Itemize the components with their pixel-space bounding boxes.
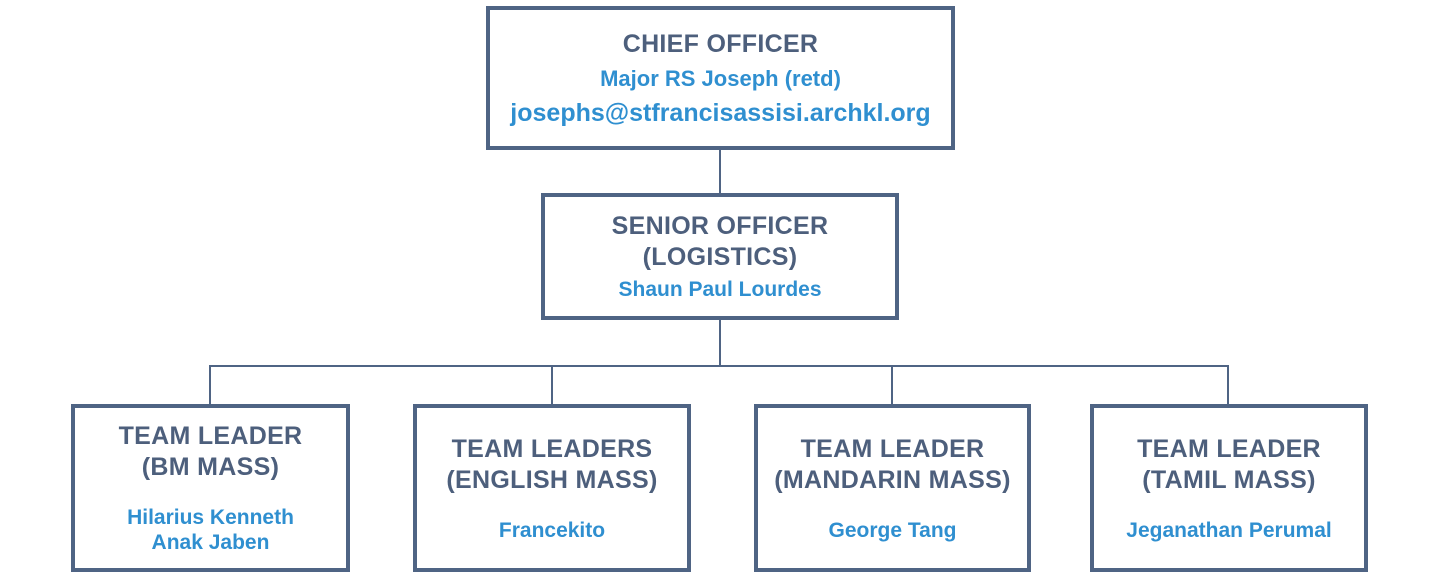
chief-officer-role: CHIEF OFFICER xyxy=(622,30,819,58)
senior-officer-name: Shaun Paul Lourdes xyxy=(618,278,822,301)
team-leader-english-node: TEAM LEADERS (ENGLISH MASS) Francekito xyxy=(413,404,691,572)
team-leader-mandarin-role: TEAM LEADER xyxy=(800,434,985,463)
team-leader-bm-role: TEAM LEADER xyxy=(118,422,303,450)
team-leader-english-mass: (ENGLISH MASS) xyxy=(446,465,658,494)
team-leader-tamil-node: TEAM LEADER (TAMIL MASS) Jeganathan Peru… xyxy=(1090,404,1368,572)
team-leader-bm-name-line1: Hilarius Kenneth xyxy=(127,506,294,529)
connector-drop-english xyxy=(551,365,553,404)
team-leader-tamil-role: TEAM LEADER xyxy=(1137,434,1321,463)
team-leader-mandarin-mass: (MANDARIN MASS) xyxy=(774,465,1011,494)
chief-officer-name: Major RS Joseph (retd) xyxy=(600,66,841,91)
senior-officer-role: SENIOR OFFICER xyxy=(611,212,829,240)
connector-horizontal-bar xyxy=(209,365,1229,367)
chief-officer-email: josephs@stfrancisassisi.archkl.org xyxy=(510,99,931,127)
team-leader-tamil-mass: (TAMIL MASS) xyxy=(1142,465,1316,494)
senior-officer-node: SENIOR OFFICER (LOGISTICS) Shaun Paul Lo… xyxy=(541,193,899,320)
connector-drop-mandarin xyxy=(891,365,893,404)
team-leader-bm-name: Hilarius Kenneth Anak Jaben xyxy=(127,505,294,555)
connector-drop-tamil xyxy=(1227,365,1229,404)
senior-officer-department: (LOGISTICS) xyxy=(642,243,798,271)
team-leader-bm-mass: (BM MASS) xyxy=(141,453,280,481)
team-leader-tamil-name: Jeganathan Perumal xyxy=(1126,518,1332,542)
chief-officer-node: CHIEF OFFICER Major RS Joseph (retd) jos… xyxy=(486,6,955,150)
team-leader-bm-node: TEAM LEADER (BM MASS) Hilarius Kenneth A… xyxy=(71,404,350,572)
team-leader-mandarin-node: TEAM LEADER (MANDARIN MASS) George Tang xyxy=(754,404,1031,572)
connector-chief-senior xyxy=(719,150,721,193)
team-leader-mandarin-name: George Tang xyxy=(828,518,957,542)
connector-senior-down xyxy=(719,320,721,366)
team-leader-english-name: Francekito xyxy=(498,518,606,542)
team-leader-bm-name-line2: Anak Jaben xyxy=(151,531,270,554)
connector-drop-bm xyxy=(209,365,211,404)
team-leader-english-role: TEAM LEADERS xyxy=(451,434,653,463)
